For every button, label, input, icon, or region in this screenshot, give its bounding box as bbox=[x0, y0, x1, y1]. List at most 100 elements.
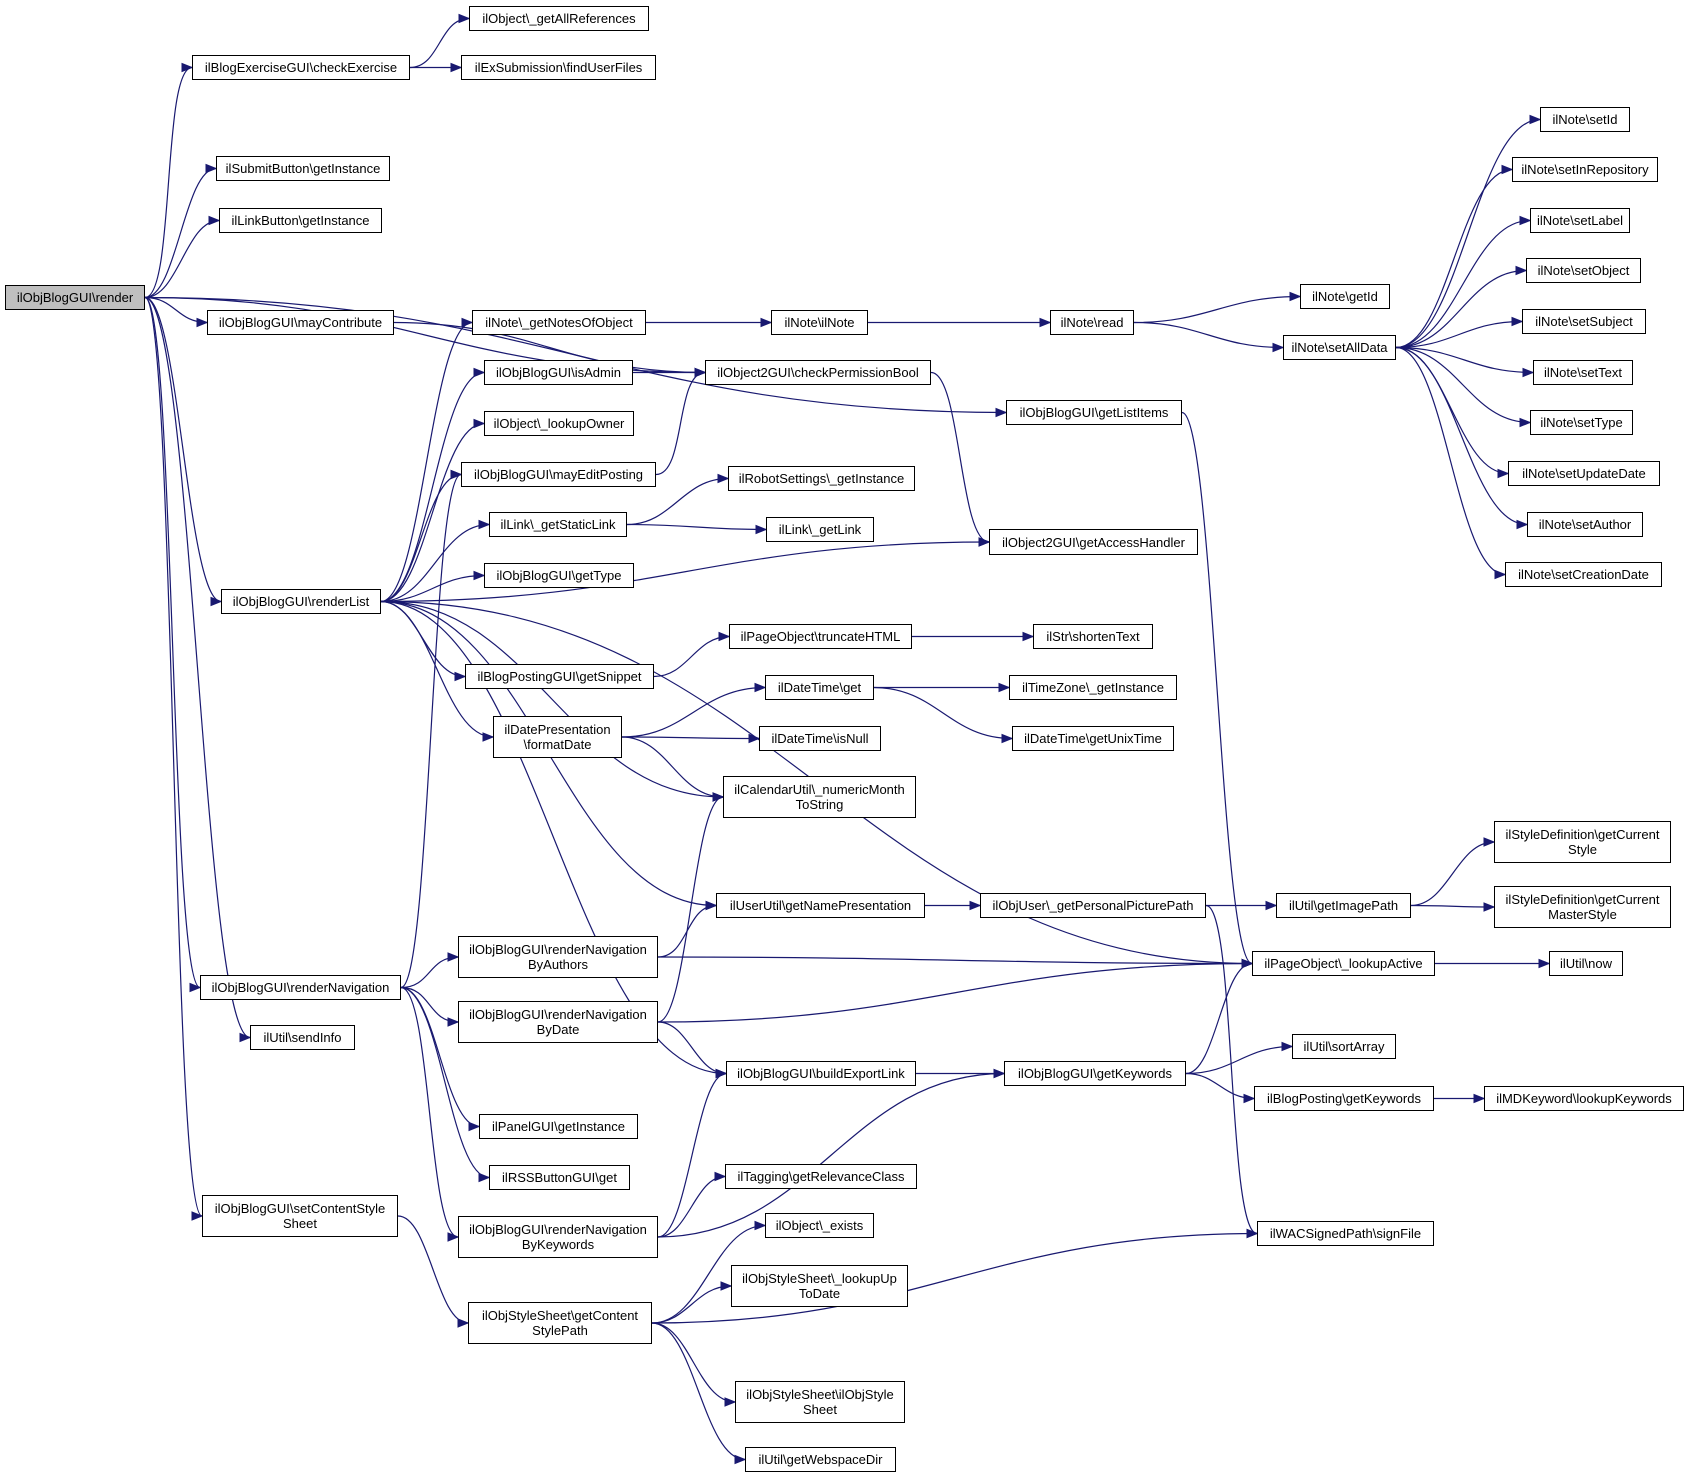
node-tz-get-instance[interactable]: ilTimeZone\_getInstance bbox=[1009, 675, 1177, 700]
arrowhead-render-to-link-get-instance bbox=[208, 215, 221, 226]
arrowhead-get-content-style-path-to-get-webspace-dir bbox=[734, 1454, 747, 1465]
node-set-text[interactable]: ilNote\setText bbox=[1533, 360, 1633, 385]
node-numeric-month[interactable]: ilCalendarUtil\_numericMonth ToString bbox=[723, 776, 916, 818]
node-rss-get[interactable]: ilRSSButtonGUI\get bbox=[489, 1165, 630, 1190]
arrowhead-note-read-to-set-all-data bbox=[1272, 342, 1285, 353]
node-may-contribute[interactable]: ilObjBlogGUI\mayContribute bbox=[207, 310, 394, 335]
node-set-id[interactable]: ilNote\setId bbox=[1540, 107, 1630, 132]
arrowhead-render-navigation-to-panel-get-instance bbox=[468, 1121, 481, 1132]
edge-may-edit-posting-to-check-permission-bool bbox=[655, 371, 706, 476]
arrowhead-get-content-style-path-to-style-sheet-ctor bbox=[724, 1397, 737, 1407]
arrowhead-get-static-link-to-robot-get-instance bbox=[717, 473, 730, 484]
node-check-permission-bool[interactable]: ilObject2GUI\checkPermissionBool bbox=[705, 360, 931, 385]
edge-set-all-data-to-set-id bbox=[1395, 118, 1541, 349]
node-set-label[interactable]: ilNote\setLabel bbox=[1530, 208, 1630, 233]
node-set-subject[interactable]: ilNote\setSubject bbox=[1522, 309, 1646, 334]
edge-set-all-data-to-set-object bbox=[1395, 269, 1527, 349]
node-set-content-style-sheet[interactable]: ilObjBlogGUI\setContentStyle Sheet bbox=[202, 1195, 398, 1237]
node-get-image-path[interactable]: ilUtil\getImagePath bbox=[1276, 893, 1411, 918]
node-get-current-master-style[interactable]: ilStyleDefinition\getCurrent MasterStyle bbox=[1494, 886, 1671, 928]
node-posting-get-keywords[interactable]: ilBlogPosting\getKeywords bbox=[1254, 1086, 1434, 1111]
edge-note-read-to-note-get-id bbox=[1133, 295, 1301, 324]
node-format-date[interactable]: ilDatePresentation \formatDate bbox=[493, 716, 622, 758]
node-il-note-ctor[interactable]: ilNote\ilNote bbox=[771, 310, 868, 335]
node-is-admin[interactable]: ilObjBlogGUI\isAdmin bbox=[484, 360, 633, 385]
node-get-name-presentation[interactable]: ilUserUtil\getNamePresentation bbox=[716, 893, 925, 918]
node-get-keywords[interactable]: ilObjBlogGUI\getKeywords bbox=[1004, 1061, 1186, 1086]
arrowhead-render-list-to-lookup-owner bbox=[473, 418, 486, 429]
arrowhead-format-date-to-date-get bbox=[754, 682, 767, 693]
node-lookup-active[interactable]: ilPageObject\_lookupActive bbox=[1252, 951, 1435, 976]
node-lookup-owner[interactable]: ilObject\_lookupOwner bbox=[484, 411, 634, 436]
arrowhead-set-all-data-to-set-subject bbox=[1511, 316, 1524, 327]
node-note-read[interactable]: ilNote\read bbox=[1050, 310, 1134, 335]
edge-set-all-data-to-set-text bbox=[1395, 346, 1534, 374]
node-is-null[interactable]: ilDateTime\isNull bbox=[759, 726, 881, 751]
node-build-export-link[interactable]: ilObjBlogGUI\buildExportLink bbox=[726, 1061, 916, 1086]
node-send-info[interactable]: ilUtil\sendInfo bbox=[250, 1025, 355, 1050]
node-set-all-data[interactable]: ilNote\setAllData bbox=[1283, 335, 1396, 360]
node-get-personal-picture-path[interactable]: ilObjUser\_getPersonalPicturePath bbox=[980, 893, 1206, 918]
node-util-now[interactable]: ilUtil\now bbox=[1549, 951, 1623, 976]
node-lookup-up-to-date[interactable]: ilObjStyleSheet\_lookupUp ToDate bbox=[731, 1265, 908, 1307]
arrowhead-get-content-style-path-to-sign-file bbox=[1246, 1228, 1259, 1239]
node-find-user-files[interactable]: ilExSubmission\findUserFiles bbox=[461, 55, 656, 80]
node-get-relevance-class[interactable]: ilTagging\getRelevanceClass bbox=[725, 1164, 917, 1189]
node-get-access-handler[interactable]: ilObject2GUI\getAccessHandler bbox=[989, 529, 1198, 555]
node-get-type[interactable]: ilObjBlogGUI\getType bbox=[484, 563, 634, 588]
node-date-get[interactable]: ilDateTime\get bbox=[765, 675, 874, 700]
node-render-nav-by-keywords[interactable]: ilObjBlogGUI\renderNavigation ByKeywords bbox=[458, 1216, 658, 1258]
arrowhead-get-image-path-to-get-current-style bbox=[1483, 837, 1496, 847]
arrowhead-set-all-data-to-set-id bbox=[1529, 114, 1542, 125]
node-lookup-keywords[interactable]: ilMDKeyword\lookupKeywords bbox=[1484, 1086, 1684, 1111]
node-get-static-link[interactable]: ilLink\_getStaticLink bbox=[489, 512, 627, 537]
edge-render-list-to-get-access-handler bbox=[380, 541, 990, 603]
node-note-get-id[interactable]: ilNote\getId bbox=[1300, 284, 1390, 309]
node-set-creation-date[interactable]: ilNote\setCreationDate bbox=[1505, 562, 1662, 587]
node-get-unix-time[interactable]: ilDateTime\getUnixTime bbox=[1012, 726, 1174, 751]
node-set-object[interactable]: ilNote\setObject bbox=[1526, 258, 1641, 283]
arrowhead-get-keywords-to-lookup-active bbox=[1241, 958, 1254, 969]
node-check-exercise[interactable]: ilBlogExerciseGUI\checkExercise bbox=[192, 55, 410, 80]
edge-render-nav-by-date-to-lookup-active bbox=[657, 962, 1253, 1023]
edge-get-content-style-path-to-sign-file bbox=[651, 1232, 1258, 1324]
node-get-notes-of-object[interactable]: ilNote\_getNotesOfObject bbox=[472, 310, 646, 335]
node-render-nav-by-authors[interactable]: ilObjBlogGUI\renderNavigation ByAuthors bbox=[458, 936, 658, 978]
node-render[interactable]: ilObjBlogGUI\render bbox=[5, 285, 145, 310]
node-get-snippet[interactable]: ilBlogPostingGUI\getSnippet bbox=[465, 664, 654, 689]
node-set-in-repository[interactable]: ilNote\setInRepository bbox=[1512, 157, 1658, 182]
node-link-get-instance[interactable]: ilLinkButton\getInstance bbox=[219, 208, 382, 233]
node-set-update-date[interactable]: ilNote\setUpdateDate bbox=[1508, 461, 1660, 486]
node-get-current-style[interactable]: ilStyleDefinition\getCurrent Style bbox=[1494, 821, 1671, 863]
node-submit-get-instance[interactable]: ilSubmitButton\getInstance bbox=[216, 156, 390, 181]
edge-render-nav-by-keywords-to-build-export-link bbox=[657, 1072, 727, 1238]
node-may-edit-posting[interactable]: ilObjBlogGUI\mayEditPosting bbox=[461, 462, 656, 487]
edge-render-nav-by-keywords-to-get-keywords bbox=[657, 1072, 1005, 1238]
arrowhead-date-get-to-get-unix-time bbox=[1001, 733, 1014, 744]
edge-render-to-link-get-instance bbox=[144, 219, 220, 299]
node-set-author[interactable]: ilNote\setAuthor bbox=[1527, 512, 1643, 537]
node-get-list-items[interactable]: ilObjBlogGUI\getListItems bbox=[1006, 400, 1182, 425]
node-shorten-text[interactable]: ilStr\shortenText bbox=[1033, 624, 1153, 649]
node-render-nav-by-date[interactable]: ilObjBlogGUI\renderNavigation ByDate bbox=[458, 1001, 658, 1043]
node-render-navigation[interactable]: ilObjBlogGUI\renderNavigation bbox=[200, 975, 401, 1000]
arrowhead-render-to-render-navigation bbox=[189, 982, 202, 993]
node-sort-array[interactable]: ilUtil\sortArray bbox=[1292, 1034, 1396, 1059]
node-panel-get-instance[interactable]: ilPanelGUI\getInstance bbox=[479, 1114, 638, 1139]
arrowhead-render-to-send-info bbox=[239, 1032, 252, 1043]
arrowhead-may-edit-posting-to-check-permission-bool bbox=[694, 367, 707, 378]
node-get-content-style-path[interactable]: ilObjStyleSheet\getContent StylePath bbox=[468, 1302, 652, 1344]
edge-render-list-to-get-notes-of-object bbox=[380, 321, 473, 603]
arrowhead-get-keywords-to-posting-get-keywords bbox=[1243, 1093, 1256, 1104]
node-render-list[interactable]: ilObjBlogGUI\renderList bbox=[221, 589, 381, 614]
node-get-webspace-dir[interactable]: ilUtil\getWebspaceDir bbox=[745, 1447, 896, 1472]
node-object-exists[interactable]: ilObject\_exists bbox=[765, 1213, 874, 1238]
node-sign-file[interactable]: ilWACSignedPath\signFile bbox=[1257, 1221, 1434, 1246]
node-get-all-references[interactable]: ilObject\_getAllReferences bbox=[469, 6, 649, 31]
node-get-link[interactable]: ilLink\_getLink bbox=[766, 517, 874, 542]
node-truncate-html[interactable]: ilPageObject\truncateHTML bbox=[729, 624, 912, 649]
arrowhead-render-list-to-get-access-handler bbox=[978, 537, 991, 547]
node-style-sheet-ctor[interactable]: ilObjStyleSheet\ilObjStyle Sheet bbox=[735, 1381, 905, 1423]
node-robot-get-instance[interactable]: ilRobotSettings\_getInstance bbox=[728, 466, 915, 491]
node-set-type[interactable]: ilNote\setType bbox=[1530, 410, 1633, 435]
